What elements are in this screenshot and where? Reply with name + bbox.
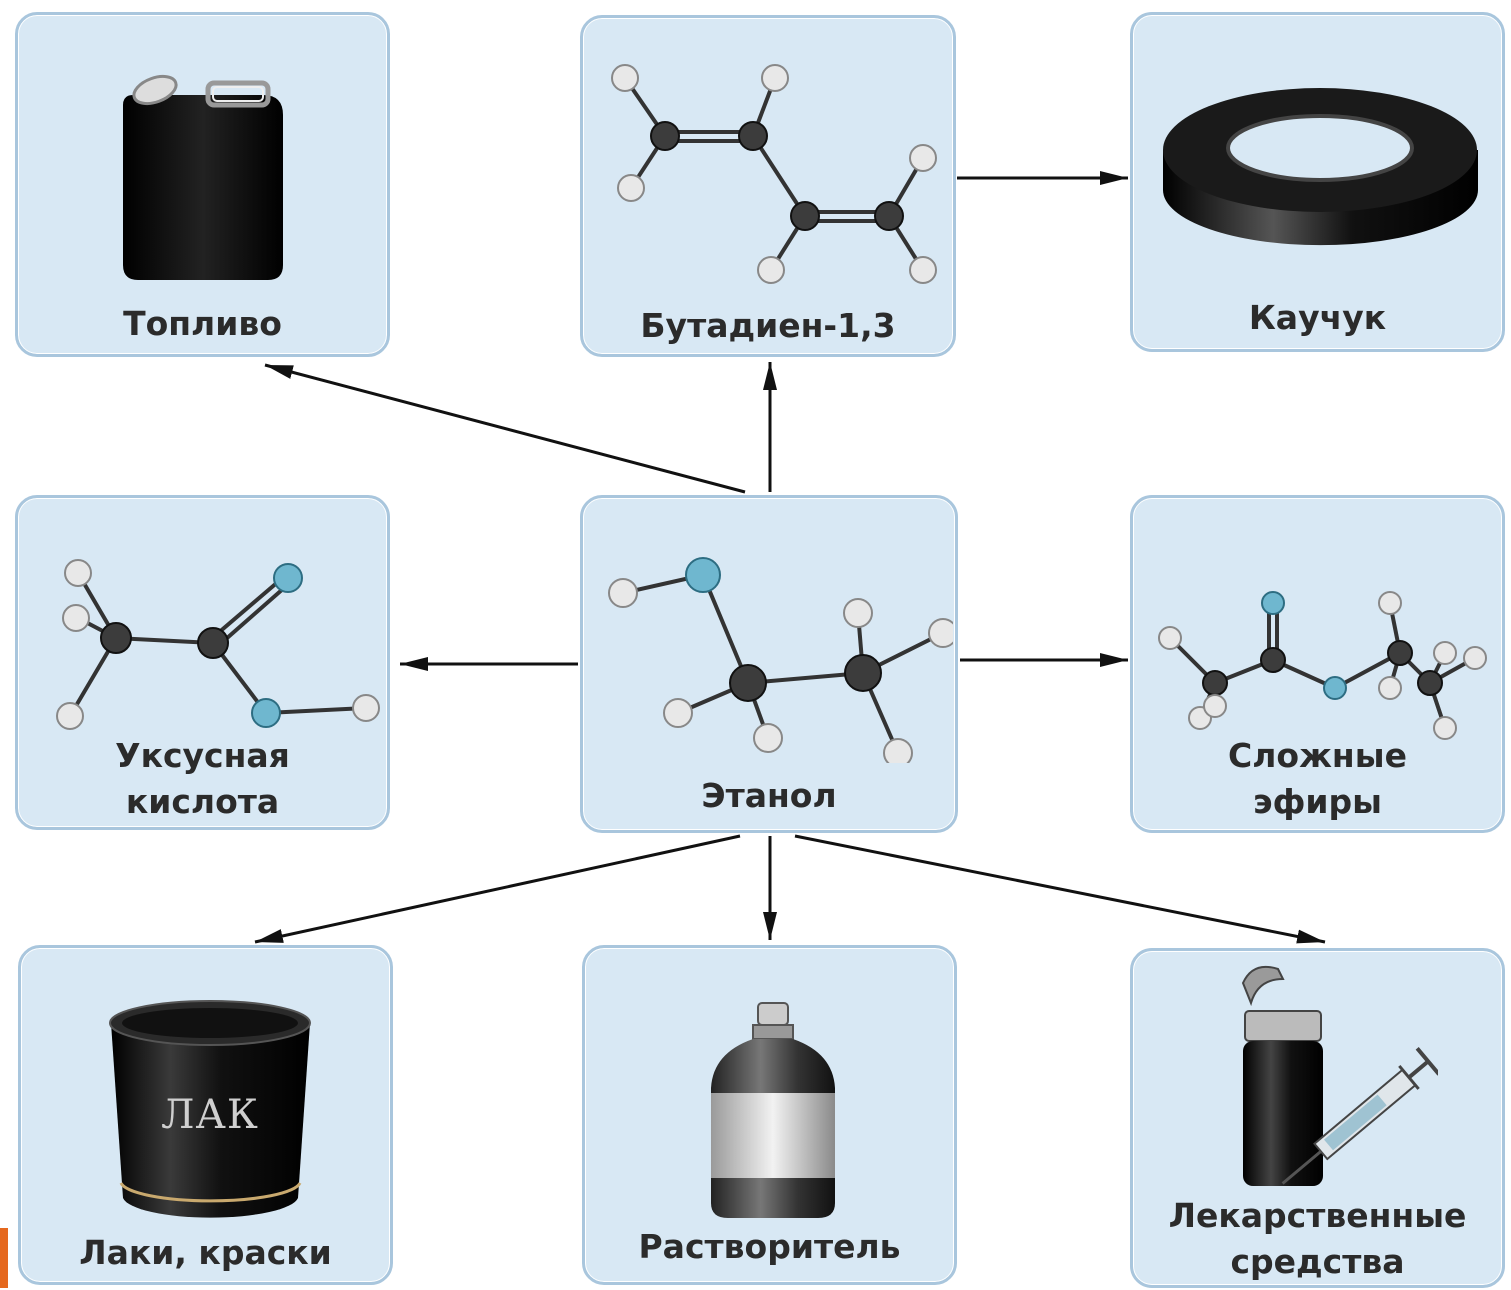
node-rubber: Каучук <box>1130 12 1505 352</box>
ethanol-molecule-icon <box>608 557 953 763</box>
acetic-acid-molecule-icon <box>56 559 380 730</box>
node-varnish: ЛАК Лаки, краски <box>18 945 393 1285</box>
node-ethanol-label: Этанол <box>701 776 837 815</box>
ester-molecule-icon <box>1158 591 1487 740</box>
arrow-ethanol-to-varnish <box>254 834 741 944</box>
varnish-can-icon: ЛАК <box>109 1000 311 1218</box>
node-fuel-label: Топливо <box>123 304 282 343</box>
arrow-ethanol-to-fuel <box>264 363 746 494</box>
node-fuel: Топливо <box>15 12 390 357</box>
canister-icon <box>123 74 283 280</box>
arrow-ethanol-to-medicines <box>794 834 1326 944</box>
node-solvent-label: Растворитель <box>638 1227 901 1266</box>
node-solvent: Растворитель <box>582 945 957 1285</box>
slide-edge-accent <box>0 1228 8 1288</box>
node-butadiene-label: Бутадиен-1,3 <box>640 306 896 345</box>
butadiene-molecule-icon <box>611 64 937 284</box>
node-rubber-label: Каучук <box>1248 298 1387 337</box>
node-butadiene: Бутадиен-1,3 <box>580 15 956 357</box>
medicine-bottle-syringe-icon <box>1241 965 1438 1186</box>
node-varnish-label: Лаки, краски <box>79 1233 332 1272</box>
varnish-can-text: ЛАК <box>161 1092 259 1138</box>
solvent-bottle-icon <box>711 1002 835 1218</box>
tire-icon <box>1163 88 1478 246</box>
node-ethanol: Этанол <box>580 495 958 833</box>
